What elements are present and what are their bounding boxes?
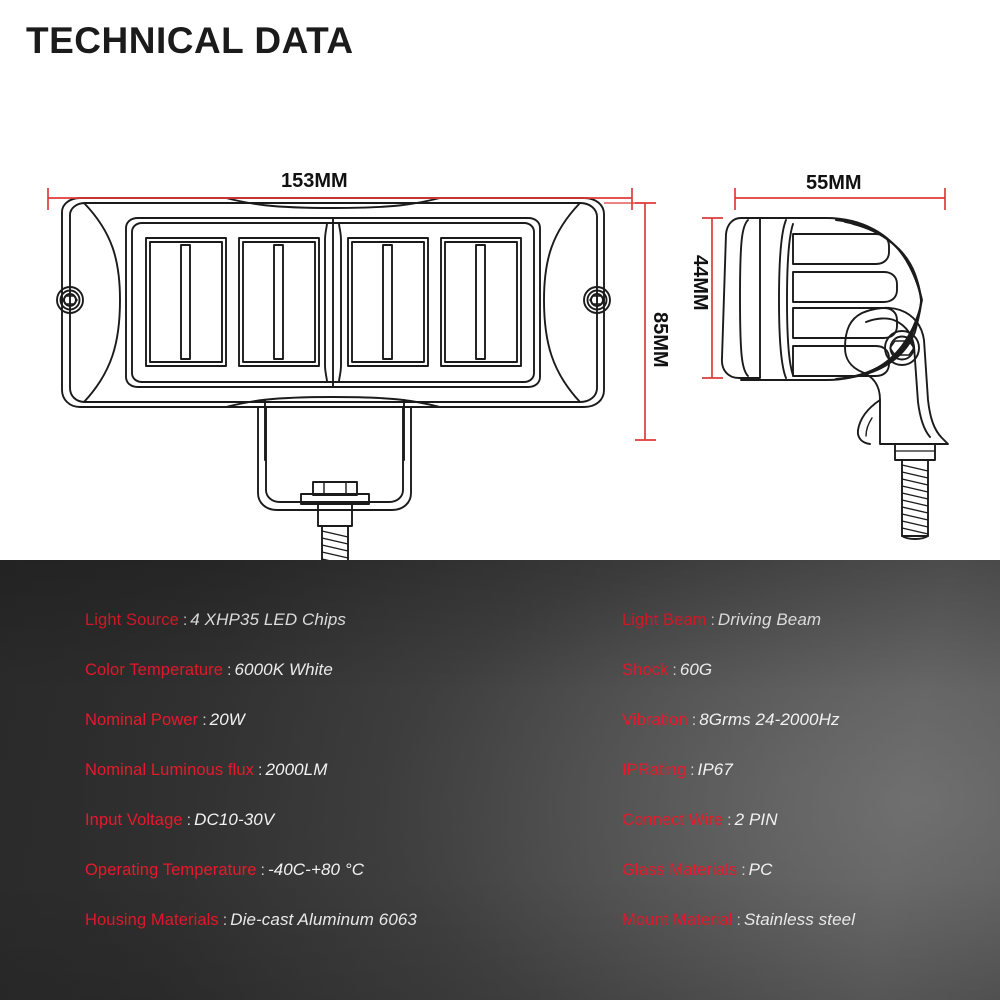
spec-label: Mount Material	[622, 911, 733, 929]
specifications-panel: Light Source : 4 XHP35 LED Chips Color T…	[0, 560, 1000, 1000]
spec-column-left: Light Source : 4 XHP35 LED Chips Color T…	[85, 610, 585, 960]
technical-drawing-area: 153MM 85MM 55MM 44MM	[0, 100, 1000, 560]
spec-colon: :	[690, 762, 695, 779]
dimension-lines	[47, 188, 946, 441]
spec-row: Connect Wire : 2 PIN	[622, 810, 992, 860]
spec-row: Nominal Luminous flux : 2000LM	[85, 760, 585, 810]
spec-label: Housing Materials	[85, 911, 219, 929]
spec-label: Input Voltage	[85, 811, 183, 829]
front-view-group	[56, 197, 611, 560]
spec-value: 60G	[679, 660, 713, 679]
spec-label: IPRating	[622, 761, 687, 779]
spec-colon: :	[227, 662, 232, 679]
spec-colon: :	[260, 862, 265, 879]
spec-row: Housing Materials : Die-cast Aluminum 60…	[85, 910, 585, 960]
spec-row: Light Beam : Driving Beam	[622, 610, 992, 660]
spec-row: Color Temperature : 6000K White	[85, 660, 585, 710]
spec-column-right: Light Beam : Driving Beam Shock : 60G Vi…	[622, 610, 992, 960]
spec-value: Stainless steel	[743, 910, 856, 929]
spec-colon: :	[736, 912, 741, 929]
spec-row: Operating Temperature : -40C-+80 °C	[85, 860, 585, 910]
spec-value: 20W	[209, 710, 245, 729]
dimension-label-side-width: 55MM	[806, 172, 862, 194]
spec-row: Mount Material : Stainless steel	[622, 910, 992, 960]
spec-colon: :	[672, 662, 677, 679]
spec-row: Light Source : 4 XHP35 LED Chips	[85, 610, 585, 660]
spec-value: PC	[748, 860, 773, 879]
spec-label: Color Temperature	[85, 661, 224, 679]
spec-colon: :	[727, 812, 732, 829]
side-view-group	[721, 217, 949, 540]
spec-value: -40C-+80 °C	[267, 860, 365, 879]
spec-value: DC10-30V	[194, 810, 275, 829]
spec-row: Shock : 60G	[622, 660, 992, 710]
spec-label: Shock	[622, 661, 669, 679]
spec-colon: :	[710, 612, 715, 629]
dimension-label-side-height: 44MM	[689, 255, 711, 311]
spec-row: Vibration : 8Grms 24-2000Hz	[622, 710, 992, 760]
spec-value: 8Grms 24-2000Hz	[699, 710, 840, 729]
spec-value: 2000LM	[265, 760, 328, 779]
spec-label: Vibration	[622, 711, 688, 729]
spec-value: Die-cast Aluminum 6063	[230, 910, 417, 929]
spec-label: Light Beam	[622, 611, 707, 629]
spec-colon: :	[202, 712, 207, 729]
spec-colon: :	[182, 612, 188, 629]
spec-label: Light Source	[85, 611, 179, 629]
spec-colon: :	[258, 762, 263, 779]
spec-label: Operating Temperature	[85, 861, 257, 879]
spec-colon: :	[741, 862, 746, 879]
dimension-label-front-width: 153MM	[281, 170, 348, 192]
spec-label: Connect Wire	[622, 811, 724, 829]
dimension-label-front-height: 85MM	[649, 312, 671, 368]
spec-colon: :	[186, 812, 192, 829]
spec-value: 6000K White	[234, 660, 333, 679]
spec-row: Input Voltage : DC10-30V	[85, 810, 585, 860]
spec-value: 2 PIN	[734, 810, 778, 829]
spec-row: Nominal Power : 20W	[85, 710, 585, 760]
spec-label: Nominal Luminous flux	[85, 761, 255, 779]
spec-colon: :	[691, 712, 697, 729]
spec-label: Glass Materials	[622, 861, 738, 879]
spec-value: IP67	[697, 760, 733, 779]
spec-row: Glass Materials : PC	[622, 860, 992, 910]
spec-colon: :	[222, 912, 228, 929]
spec-value: 4 XHP35 LED Chips	[190, 610, 347, 629]
technical-drawing-svg	[47, 188, 949, 560]
spec-label: Nominal Power	[85, 711, 199, 729]
spec-value: Driving Beam	[717, 610, 822, 629]
spec-row: IPRating : IP67	[622, 760, 992, 810]
page-title: TECHNICAL DATA	[26, 20, 354, 61]
